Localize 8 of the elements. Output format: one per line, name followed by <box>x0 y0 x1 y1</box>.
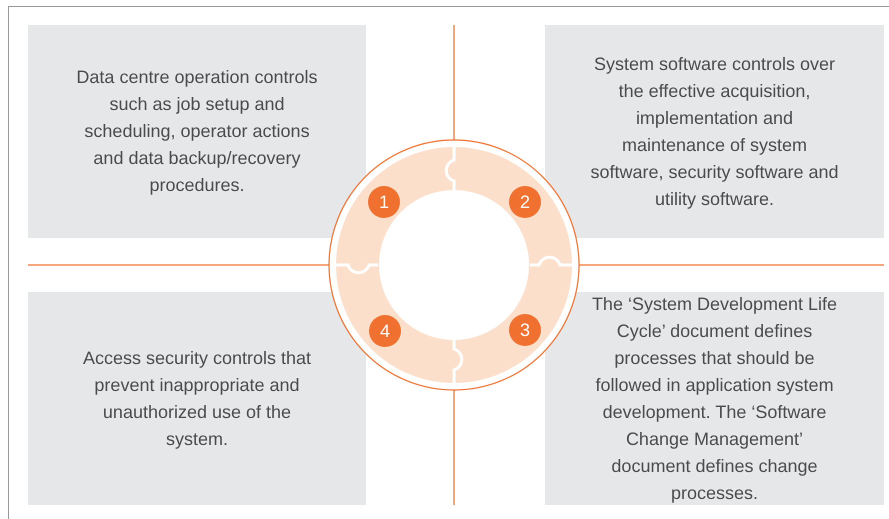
description-text: Access security controls that prevent inappropriate and unauthorized use of the system. <box>82 346 312 451</box>
text-card <box>28 292 366 505</box>
description-text: System software controls over the effective acquisition, implementation and maintenance of system software, security software and utility software. <box>589 52 840 211</box>
text-card <box>545 292 884 505</box>
description-text: The ‘System Development Life Cycle’ document defines processes that should be followed in application system development. The ‘Software Change Management’ document defines change processes. <box>590 292 838 505</box>
description-text: Data centre operation controls such as job setup and scheduling, operator actions and data backup/recovery procedures. <box>76 66 318 197</box>
text-card <box>545 25 884 238</box>
text-card <box>28 25 366 238</box>
